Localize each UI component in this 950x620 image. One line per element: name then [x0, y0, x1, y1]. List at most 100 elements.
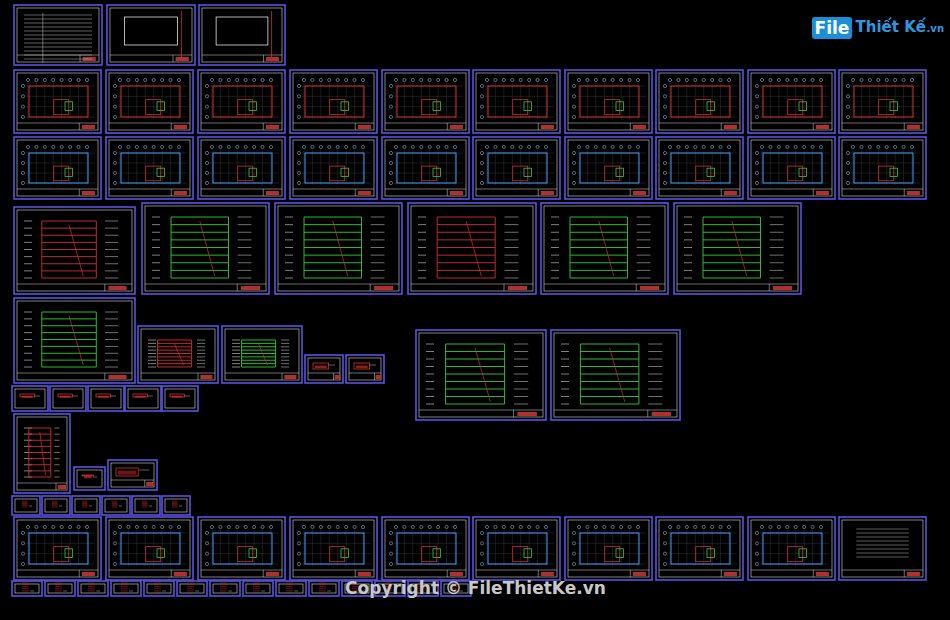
grid-axis [210, 96, 279, 97]
level-note [54, 452, 59, 453]
detail-hatch [315, 366, 327, 367]
grid-axis [179, 83, 180, 119]
floor-line [42, 339, 97, 340]
axis-bubble [694, 525, 697, 528]
detail-hatch [55, 582, 62, 583]
stair-core [433, 549, 441, 558]
sheet-border [551, 330, 680, 420]
table-row [856, 553, 909, 554]
level-note [770, 278, 784, 279]
axis-bubble [663, 542, 666, 545]
axis-bubble [205, 95, 208, 98]
grid-axis [869, 83, 870, 119]
level-note [105, 263, 118, 264]
detail-outline [284, 589, 295, 590]
detail-hatch [22, 396, 32, 397]
title-block-mark [541, 572, 554, 576]
stair-core [707, 549, 715, 558]
detail-outline [313, 363, 329, 369]
grid-axis [795, 150, 796, 185]
detail-outline [86, 589, 97, 590]
grid-axis [537, 530, 538, 566]
grid-axis [729, 150, 730, 185]
grid-axis [587, 83, 588, 119]
axis-bubble [536, 78, 539, 81]
detail-hatch [356, 366, 368, 367]
sheet-frame [109, 140, 190, 196]
axis-bubble [269, 78, 272, 81]
detail-hatch [22, 505, 28, 506]
axis-bubble [611, 78, 614, 81]
axis-bubble [169, 525, 172, 528]
detail-hatch [187, 582, 194, 583]
detail-hatch [154, 586, 161, 587]
level-mark [551, 232, 559, 233]
grid-axis [712, 530, 713, 566]
level-note [770, 239, 784, 240]
sheet-frame [17, 73, 98, 130]
axis-bubble [786, 145, 789, 148]
sheet-border [305, 355, 343, 383]
level-mark [148, 340, 156, 341]
axis-bubble [60, 525, 63, 528]
level-mark [426, 404, 434, 405]
table-col [42, 13, 43, 63]
level-mark [232, 356, 240, 357]
sheet-frame [419, 333, 543, 417]
axis-bubble [420, 525, 423, 528]
level-note [105, 249, 118, 250]
axis-bubble [60, 145, 63, 148]
sheet-frame [308, 358, 340, 380]
grid-axis [212, 83, 213, 119]
sheet-frame [202, 8, 282, 62]
axis-bubble [685, 525, 688, 528]
axis-bubble [663, 105, 666, 108]
title-block-mark [773, 286, 792, 290]
sheet-border [748, 137, 835, 199]
grid-axis [412, 83, 413, 119]
grid-axis [128, 83, 129, 119]
sheet-border [243, 581, 273, 596]
grid-axis [455, 83, 456, 119]
detail-note [162, 591, 166, 592]
sheet-frame [17, 210, 132, 291]
grid-axis [404, 530, 405, 566]
sheet-border [142, 203, 269, 294]
grid-axis [804, 530, 805, 566]
sheet-border [290, 137, 377, 199]
axis-bubble [244, 78, 247, 81]
grid-axis [412, 150, 413, 185]
sheet-frame [135, 499, 157, 512]
level-mark [232, 360, 240, 361]
level-note [54, 446, 59, 447]
detail-hatch [187, 592, 194, 593]
logo-text: .vn [927, 23, 944, 34]
axis-bubble [420, 145, 423, 148]
detail-hatch [98, 397, 108, 398]
axis-bubble [428, 525, 431, 528]
axis-bubble [511, 78, 514, 81]
wall-outline [671, 533, 730, 564]
axis-bubble [227, 145, 230, 148]
title-block-line [513, 410, 514, 417]
grid-axis [577, 543, 646, 544]
axis-bubble [480, 151, 483, 154]
level-mark [561, 389, 569, 390]
grid-axis [302, 543, 371, 544]
detail-outline [53, 589, 64, 590]
axis-bubble [297, 84, 300, 87]
detail-hatch [121, 592, 128, 593]
axis-bubble [144, 525, 147, 528]
level-mark [152, 262, 160, 263]
axis-bubble [205, 151, 208, 154]
level-mark [24, 332, 32, 333]
axis-bubble [244, 145, 247, 148]
grid-axis [638, 83, 639, 119]
detail-outline [152, 589, 163, 590]
floor-line [703, 232, 761, 233]
floor-line [42, 332, 97, 333]
title-block-mark [374, 286, 393, 290]
axis-bubble [437, 525, 440, 528]
table-row [24, 43, 92, 44]
level-mark [24, 346, 32, 347]
